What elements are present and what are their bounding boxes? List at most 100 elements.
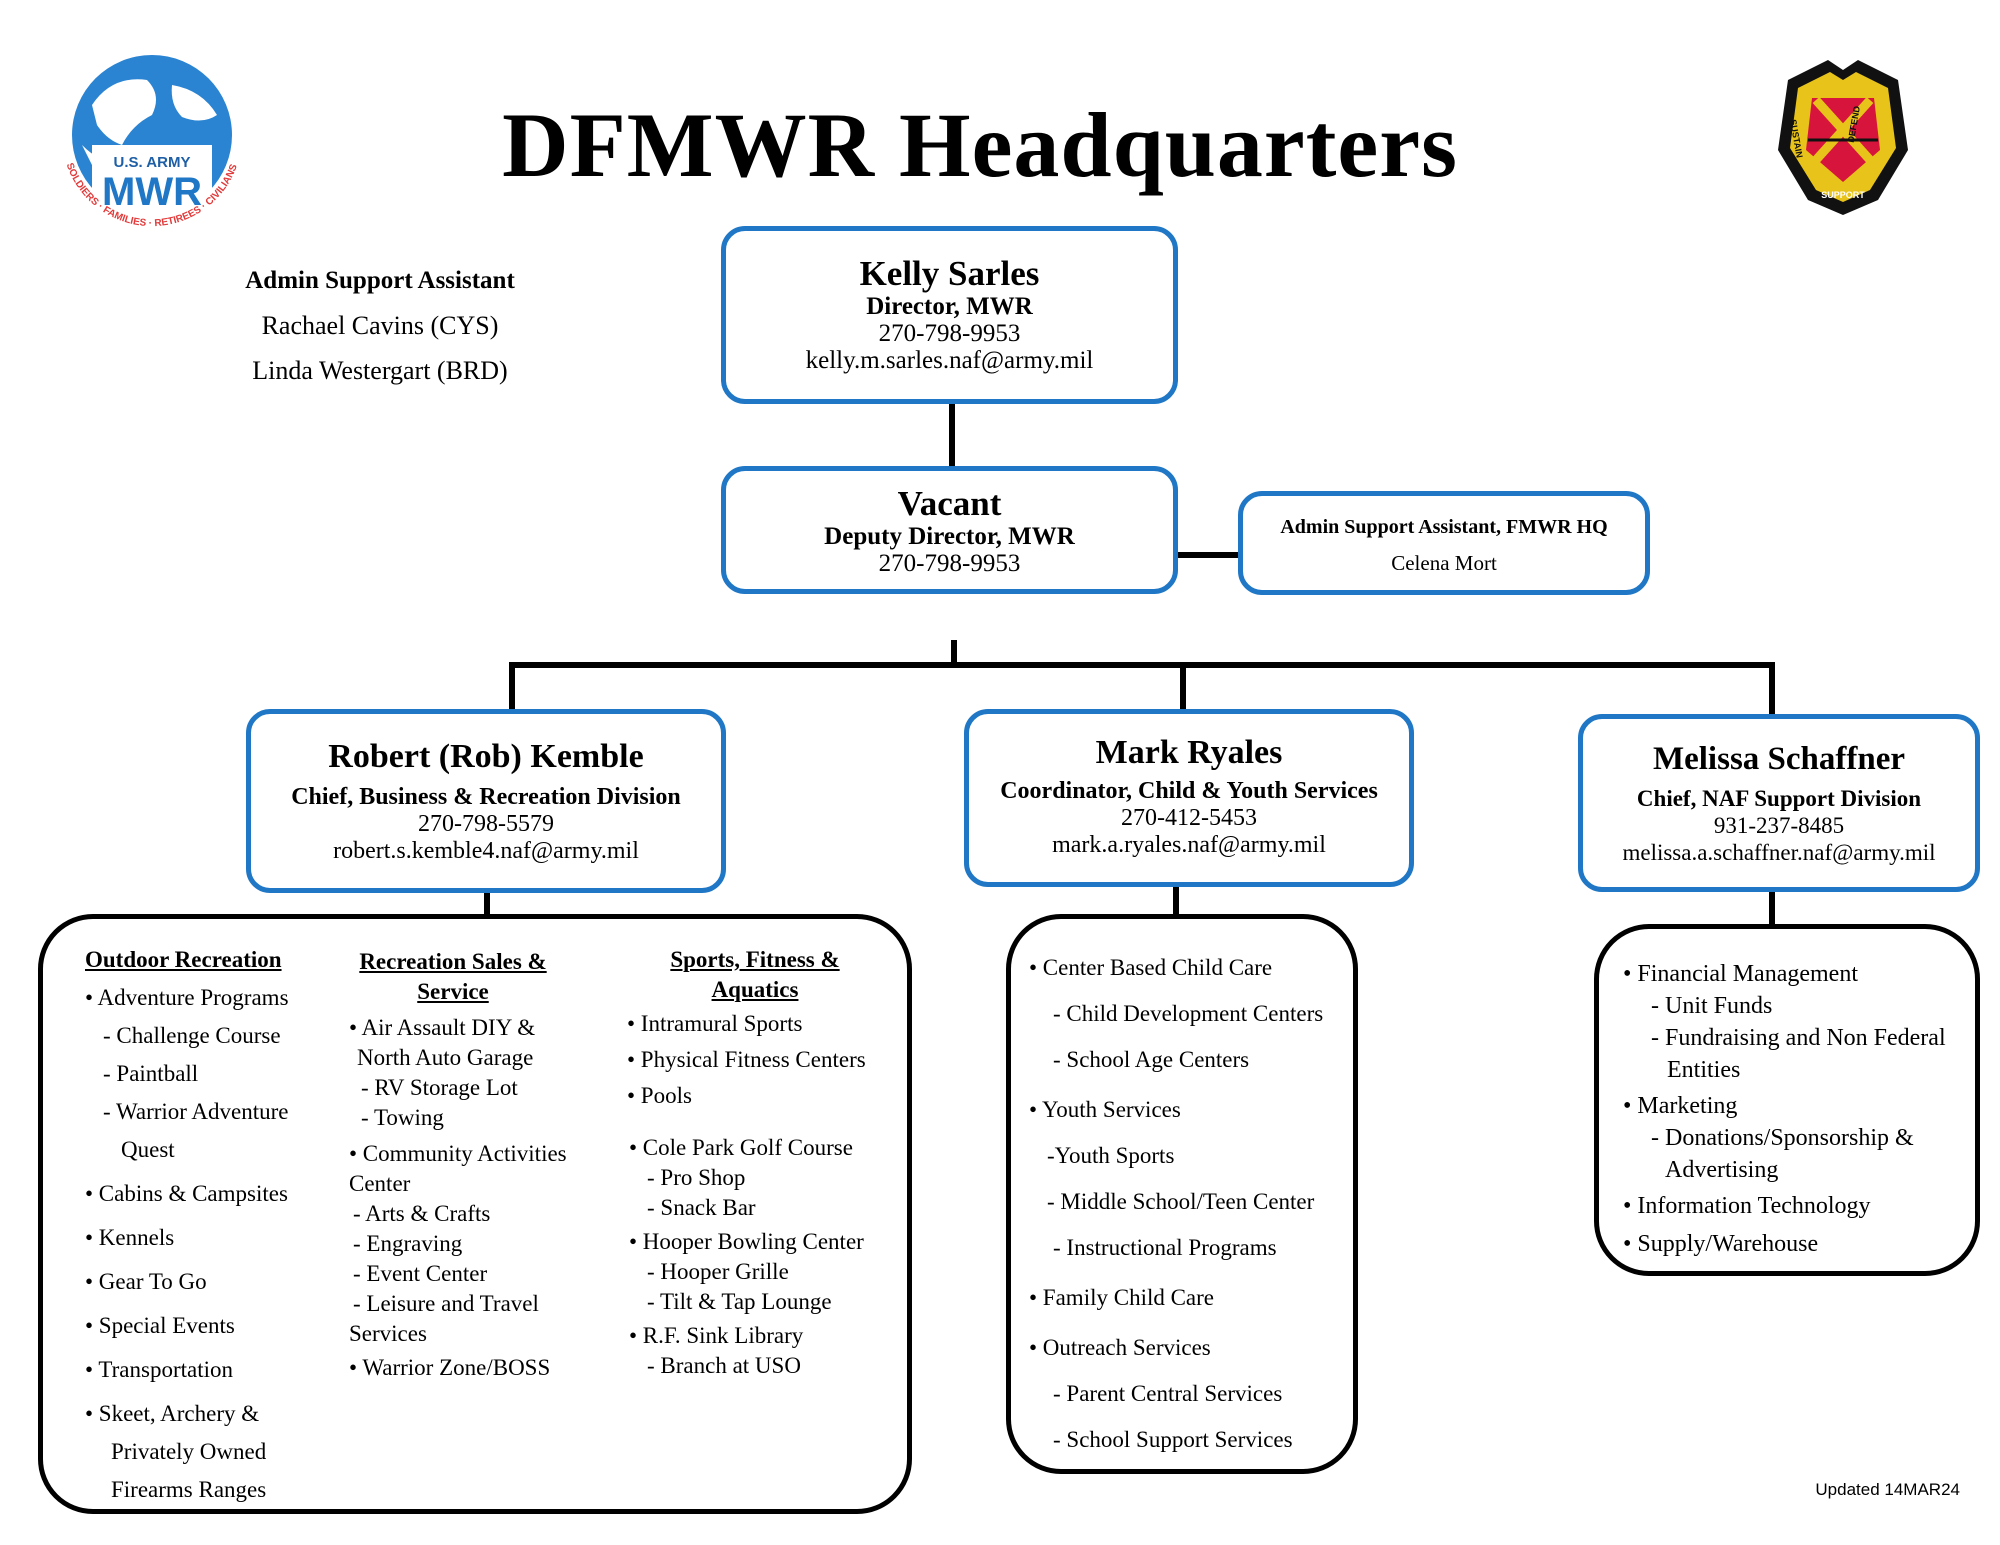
list-item: - Child Development Centers — [1053, 1001, 1324, 1026]
list-item: Entities — [1667, 1057, 1741, 1083]
col-title-line: Recreation Sales & — [359, 949, 547, 974]
side-admin-support: Admin Support Assistant Rachael Cavins (… — [170, 258, 590, 393]
cys-name: Mark Ryales — [1095, 734, 1283, 771]
deputy-phone: 270-798-9953 — [878, 550, 1021, 577]
list-item: • Special Events — [85, 1313, 235, 1338]
list-item: • R.F. Sink Library — [629, 1323, 804, 1348]
installation-seal-logo: SUSTAIN DEFEND SUPPORT — [1768, 50, 1918, 220]
side-admin-name-2: Linda Westergart (BRD) — [252, 356, 508, 385]
connector-deputy-trunk — [951, 640, 957, 666]
svg-text:MWR: MWR — [102, 170, 202, 214]
list-item: - Warrior Adventure — [103, 1099, 289, 1124]
deputy-director-box: Vacant Deputy Director, MWR 270-798-9953 — [721, 466, 1178, 594]
list-item: - RV Storage Lot — [361, 1075, 518, 1100]
brd-chief-box: Robert (Rob) Kemble Chief, Business & Re… — [246, 709, 726, 893]
connector-deputy-admin — [1178, 552, 1240, 558]
list-item: - Towing — [361, 1105, 444, 1130]
list-item: - Event Center — [353, 1261, 488, 1286]
list-item: • Information Technology — [1623, 1193, 1871, 1219]
list-item: - Hooper Grille — [647, 1259, 789, 1284]
list-item: Advertising — [1665, 1157, 1779, 1183]
list-item: Services — [349, 1321, 427, 1346]
connector-cys-list — [1173, 884, 1179, 916]
list-item: Center — [349, 1171, 411, 1196]
brd-phone: 270-798-5579 — [418, 811, 554, 837]
list-item: • Cole Park Golf Course — [629, 1135, 853, 1160]
director-box: Kelly Sarles Director, MWR 270-798-9953 … — [721, 226, 1178, 404]
brd-email: robert.s.kemble4.naf@army.mil — [333, 838, 639, 864]
hq-admin-box: Admin Support Assistant, FMWR HQ Celena … — [1238, 491, 1650, 595]
brd-role: Chief, Business & Recreation Division — [291, 784, 681, 810]
nsd-role: Chief, NAF Support Division — [1636, 786, 1922, 811]
nsd-phone: 931-237-8485 — [1713, 813, 1845, 838]
nsd-chief-box: Melissa Schaffner Chief, NAF Support Div… — [1578, 714, 1980, 892]
director-phone: 270-798-9953 — [878, 320, 1021, 347]
list-item: • Marketing — [1623, 1093, 1738, 1119]
col-title-outdoor-recreation: Outdoor Recreation — [85, 947, 282, 972]
connector-brd-list — [484, 890, 490, 916]
list-item: - Fundraising and Non Federal — [1651, 1025, 1946, 1051]
list-item: • Family Child Care — [1029, 1285, 1215, 1310]
list-item: - School Age Centers — [1053, 1047, 1250, 1072]
list-item: • Intramural Sports — [627, 1011, 803, 1036]
list-item: • Warrior Zone/BOSS — [349, 1355, 551, 1380]
connector-bus-nsd — [1769, 662, 1775, 714]
list-item: - School Support Services — [1053, 1427, 1293, 1452]
cys-role: Coordinator, Child & Youth Services — [1000, 778, 1378, 804]
svg-text:SUPPORT: SUPPORT — [1821, 190, 1865, 200]
hq-admin-name: Celena Mort — [1391, 551, 1497, 575]
list-item: • Physical Fitness Centers — [627, 1047, 866, 1072]
svg-text:U.S. ARMY: U.S. ARMY — [114, 154, 191, 171]
list-item: Quest — [121, 1137, 175, 1162]
mwr-logo: U.S. ARMY MWR SOLDIERS · FAMILIES · RETI… — [52, 45, 252, 245]
list-item: • Hooper Bowling Center — [629, 1229, 864, 1254]
connector-horizontal-bus — [509, 662, 1775, 668]
list-item: - Leisure and Travel — [353, 1291, 539, 1316]
nsd-name: Melissa Schaffner — [1652, 741, 1906, 777]
list-item: - Branch at USO — [647, 1353, 801, 1378]
list-item: • Air Assault DIY & — [349, 1015, 536, 1040]
cys-coordinator-box: Mark Ryales Coordinator, Child & Youth S… — [964, 709, 1414, 887]
list-item: • Youth Services — [1029, 1097, 1181, 1122]
col-title-line: Service — [417, 979, 489, 1004]
side-admin-name-1: Rachael Cavins (CYS) — [261, 311, 499, 340]
list-item: - Unit Funds — [1651, 993, 1773, 1019]
list-item: North Auto Garage — [357, 1045, 534, 1070]
nsd-email: melissa.a.schaffner.naf@army.mil — [1622, 840, 1936, 865]
list-item: -Youth Sports — [1047, 1143, 1175, 1168]
list-item: - Pro Shop — [647, 1165, 746, 1190]
list-item: - Tilt & Tap Lounge — [647, 1289, 832, 1314]
connector-director-deputy — [949, 402, 955, 468]
brd-name: Robert (Rob) Kemble — [328, 738, 644, 775]
nsd-programs-box: • Financial Management - Unit Funds - Fu… — [1594, 924, 1980, 1276]
connector-bus-brd — [509, 662, 515, 710]
list-item: - Snack Bar — [647, 1195, 756, 1220]
deputy-role: Deputy Director, MWR — [824, 523, 1075, 550]
list-item: • Community Activities — [349, 1141, 567, 1166]
list-item: • Cabins & Campsites — [85, 1181, 288, 1206]
hq-admin-role: Admin Support Assistant, FMWR HQ — [1280, 516, 1608, 538]
cys-email: mark.a.ryales.naf@army.mil — [1052, 832, 1326, 858]
connector-bus-cys — [1180, 662, 1186, 710]
col-title-line: Aquatics — [711, 977, 799, 1002]
list-item: - Engraving — [353, 1231, 463, 1256]
list-item: - Instructional Programs — [1053, 1235, 1277, 1260]
list-item: - Challenge Course — [103, 1023, 281, 1048]
connector-nsd-list — [1769, 890, 1775, 926]
list-item: • Center Based Child Care — [1029, 955, 1273, 980]
list-item: - Donations/Sponsorship & — [1651, 1125, 1914, 1151]
list-item: • Gear To Go — [85, 1269, 207, 1294]
list-item: - Paintball — [103, 1061, 199, 1086]
director-role: Director, MWR — [866, 293, 1033, 320]
list-item: Privately Owned — [111, 1439, 267, 1464]
list-item: - Parent Central Services — [1053, 1381, 1283, 1406]
list-item: Firearms Ranges — [111, 1477, 267, 1502]
list-item: • Adventure Programs — [85, 985, 289, 1010]
list-item: • Skeet, Archery & — [85, 1401, 260, 1426]
list-item: • Kennels — [85, 1225, 175, 1250]
list-item: • Supply/Warehouse — [1623, 1231, 1819, 1257]
side-admin-heading: Admin Support Assistant — [245, 267, 515, 294]
col-title-sports-fitness: Sports, Fitness & Aquatics — [655, 945, 855, 1005]
brd-programs-box: Outdoor Recreation • Adventure Programs … — [38, 914, 912, 1514]
list-item: • Outreach Services — [1029, 1335, 1211, 1360]
